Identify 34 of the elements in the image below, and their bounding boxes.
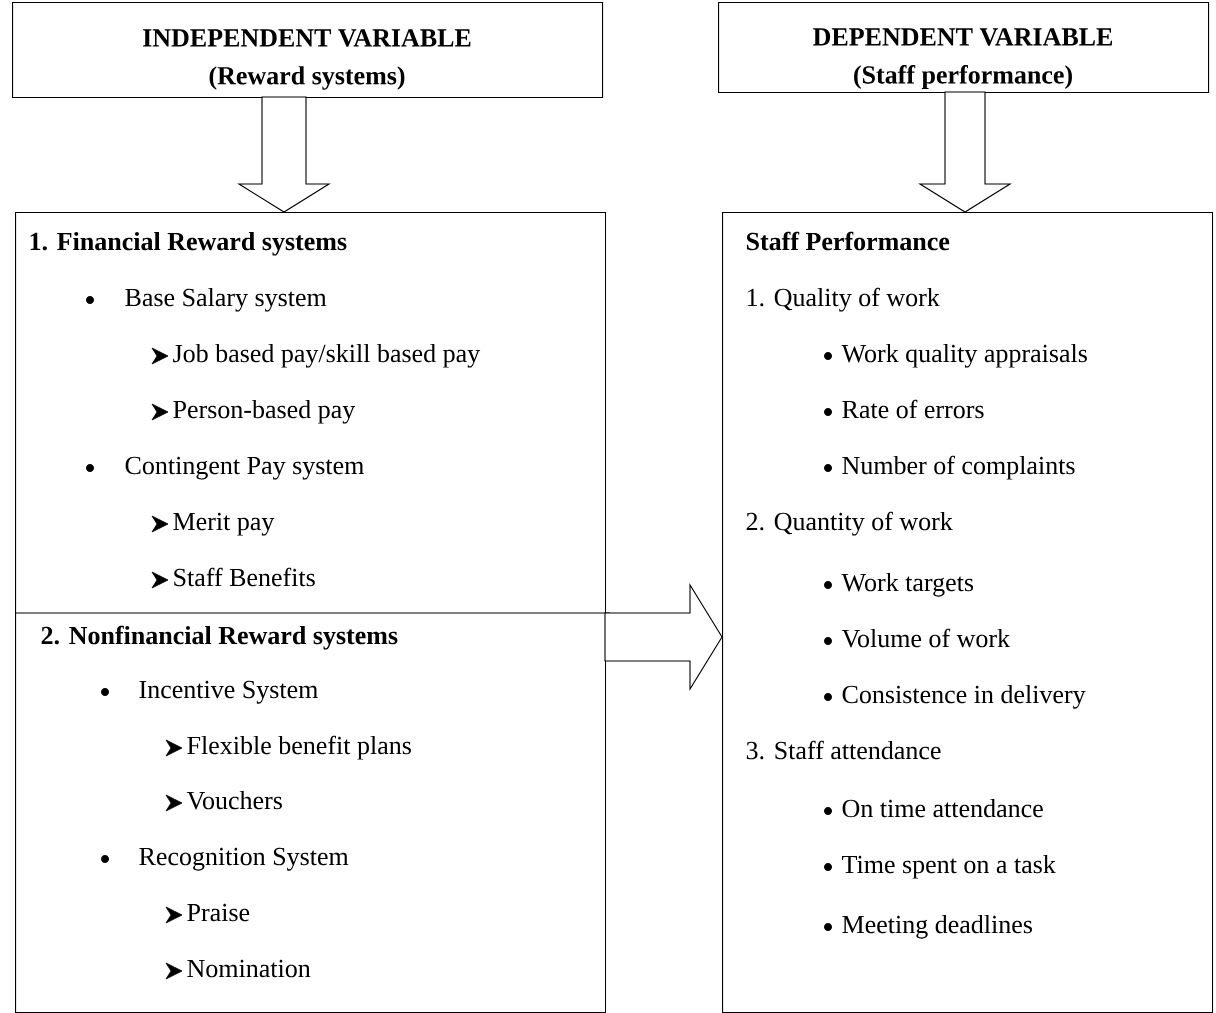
list-item: Praise <box>187 903 250 922</box>
heading: INDEPENDENT VARIABLE <box>143 29 471 47</box>
list-heading: Staff Performance <box>746 231 950 251</box>
heading: DEPENDENT VARIABLE <box>813 28 1113 46</box>
block-arrow <box>604 583 723 691</box>
list-item: Incentive System <box>139 680 318 704</box>
list-item: Volume of work <box>841 628 1011 648</box>
list-item: Nomination <box>187 959 311 978</box>
list-item: Contingent Pay system <box>125 456 364 480</box>
list-item: Work quality appraisals <box>841 343 1087 368</box>
list-item: Number of complaints <box>842 455 1075 480</box>
list-item: Job based pay/skill based pay <box>173 343 481 368</box>
list-item: Merit pay <box>173 512 275 536</box>
list-heading: 1. Financial Reward systems <box>30 231 347 256</box>
heading: (Reward systems) <box>209 66 405 90</box>
list-item: Rate of errors <box>842 399 984 419</box>
list-item: 3. Staff attendance <box>746 740 941 760</box>
list-item: Meeting deadlines <box>842 915 1032 939</box>
list-item: Staff Benefits <box>174 567 315 587</box>
list-item: Time spent on a task <box>842 855 1056 879</box>
list-item: Recognition System <box>139 847 349 871</box>
list-item: Vouchers <box>186 791 282 810</box>
list-item: Work targets <box>841 572 974 597</box>
block-arrow <box>918 91 1012 213</box>
list-item: Consistence in delivery <box>842 685 1086 709</box>
list-item: 1. Quality of work <box>747 287 940 312</box>
list-item: Person-based pay <box>173 399 356 424</box>
list-item: 2. Quantity of work <box>746 511 953 536</box>
heading: (Staff performance) <box>854 65 1072 89</box>
block-arrow <box>237 96 331 213</box>
list-item: Base Salary system <box>125 287 327 312</box>
list-heading: 2. Nonfinancial Reward systems <box>41 625 398 650</box>
list-item: On time attendance <box>842 799 1043 818</box>
list-item: Flexible benefit plans <box>187 735 411 760</box>
